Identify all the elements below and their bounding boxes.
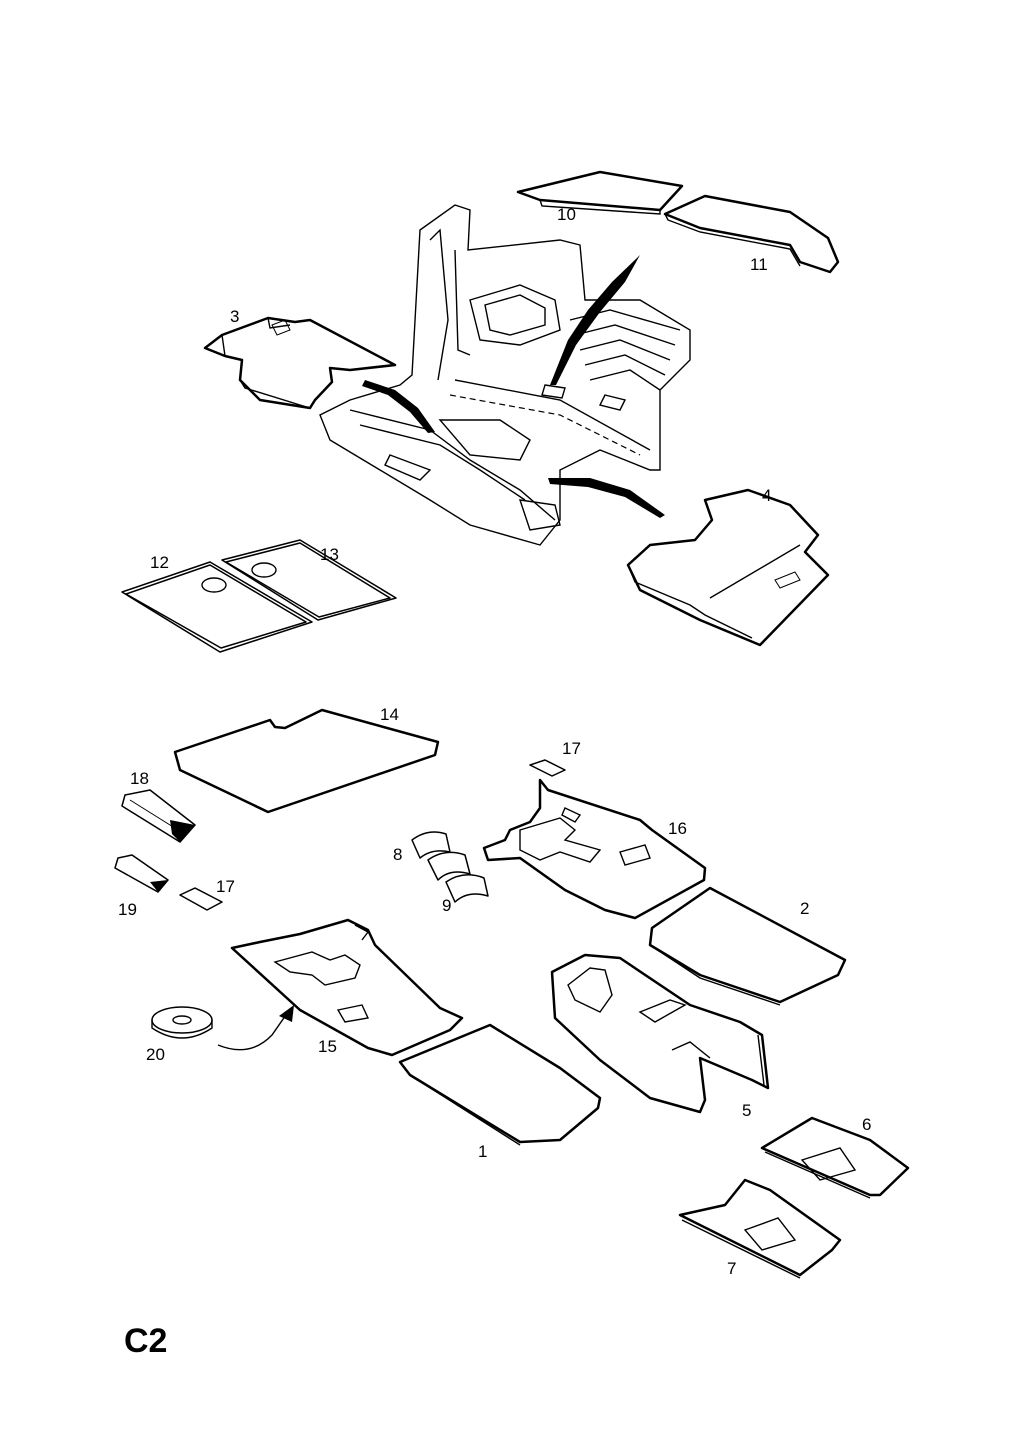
part-7-pad[interactable] xyxy=(678,1178,842,1279)
callout-8: 8 xyxy=(393,845,402,864)
callout-15: 15 xyxy=(318,1037,337,1056)
part-14-mat[interactable] xyxy=(173,708,440,814)
assembly-arrows-upper xyxy=(362,255,665,518)
part-15-firewall-insulation[interactable] xyxy=(230,918,464,1057)
part-17-pad-lower[interactable] xyxy=(179,887,223,911)
part-12-panel[interactable] xyxy=(121,561,313,653)
callout-13: 13 xyxy=(320,545,339,564)
part-6-pad[interactable] xyxy=(760,1116,910,1199)
callout-3: 3 xyxy=(230,307,239,326)
part-11-insulation-panel[interactable] xyxy=(663,194,840,274)
callout-16: 16 xyxy=(668,819,687,838)
part-13-panel[interactable] xyxy=(221,539,397,621)
part-10-insulation-panel[interactable] xyxy=(516,170,684,215)
part-5-tunnel-insulation[interactable] xyxy=(550,953,770,1114)
callout-9: 9 xyxy=(442,896,451,915)
part-19-block[interactable] xyxy=(114,854,169,893)
part-9-arch-insulation[interactable] xyxy=(427,851,489,903)
callout-12: 12 xyxy=(150,553,169,572)
callout-10: 10 xyxy=(557,205,576,224)
part-4-floor-insulation[interactable] xyxy=(626,488,830,647)
callout-17-lower: 17 xyxy=(216,877,235,896)
callout-20: 20 xyxy=(146,1045,165,1064)
callout-7: 7 xyxy=(727,1259,736,1278)
part-1-floor-mat[interactable] xyxy=(398,1023,602,1146)
callout-19: 19 xyxy=(118,900,137,919)
page-code: C2 xyxy=(124,1322,167,1360)
callout-1: 1 xyxy=(478,1142,487,1161)
callout-18: 18 xyxy=(130,769,149,788)
vehicle-body-shell xyxy=(319,204,691,546)
part-18-block[interactable] xyxy=(121,789,196,843)
callout-14: 14 xyxy=(380,705,399,724)
part-2-floor-mat[interactable] xyxy=(648,886,847,1006)
callout-labels: 10 11 3 4 12 13 14 17 18 16 8 17 19 9 2 … xyxy=(118,205,871,1278)
part-20-grommet[interactable] xyxy=(151,1006,213,1039)
callout-17-upper: 17 xyxy=(562,739,581,758)
callout-2: 2 xyxy=(800,899,809,918)
callout-6: 6 xyxy=(862,1115,871,1134)
callout-4: 4 xyxy=(762,486,771,505)
callout-11: 11 xyxy=(750,255,768,274)
assembly-arrow-20-to-15 xyxy=(217,1005,294,1051)
part-16-firewall-insulation[interactable] xyxy=(482,778,707,920)
callout-5: 5 xyxy=(742,1101,751,1120)
part-17-pad-upper[interactable] xyxy=(529,759,566,777)
part-3-floor-insulation[interactable] xyxy=(203,316,397,410)
